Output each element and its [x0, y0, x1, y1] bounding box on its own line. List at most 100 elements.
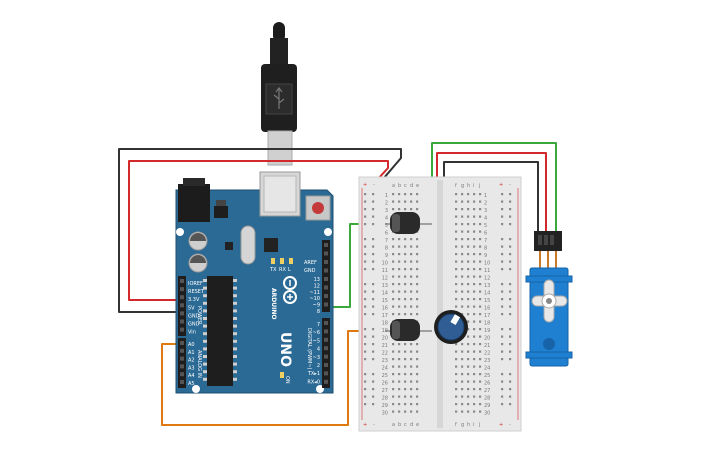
rail-hole[interactable] [364, 380, 367, 383]
breadboard-hole[interactable] [461, 245, 464, 248]
breadboard-hole[interactable] [455, 388, 458, 391]
rail-hole[interactable] [501, 335, 504, 338]
breadboard-hole[interactable] [404, 410, 407, 413]
breadboard-hole[interactable] [479, 283, 482, 286]
wire-analog-orange[interactable] [161, 330, 382, 426]
rail-hole[interactable] [501, 268, 504, 271]
breadboard-hole[interactable] [467, 230, 470, 233]
breadboard-hole[interactable] [461, 305, 464, 308]
breadboard-hole[interactable] [473, 245, 476, 248]
breadboard-hole[interactable] [467, 268, 470, 271]
rail-hole[interactable] [364, 245, 367, 248]
breadboard-hole[interactable] [467, 283, 470, 286]
breadboard-hole[interactable] [398, 403, 401, 406]
breadboard-hole[interactable] [404, 403, 407, 406]
breadboard-hole[interactable] [410, 403, 413, 406]
breadboard-hole[interactable] [416, 358, 419, 361]
breadboard-hole[interactable] [479, 260, 482, 263]
breadboard-hole[interactable] [455, 410, 458, 413]
breadboard-hole[interactable] [455, 275, 458, 278]
breadboard-hole[interactable] [461, 343, 464, 346]
breadboard-hole[interactable] [398, 208, 401, 211]
breadboard-hole[interactable] [473, 268, 476, 271]
breadboard-hole[interactable] [410, 365, 413, 368]
breadboard-hole[interactable] [473, 200, 476, 203]
breadboard-hole[interactable] [467, 275, 470, 278]
rail-hole[interactable] [501, 380, 504, 383]
breadboard-hole[interactable] [479, 208, 482, 211]
breadboard-hole[interactable] [461, 350, 464, 353]
breadboard-hole[interactable] [404, 193, 407, 196]
breadboard-hole[interactable] [410, 313, 413, 316]
breadboard-hole[interactable] [416, 380, 419, 383]
breadboard-hole[interactable] [473, 238, 476, 241]
breadboard-hole[interactable] [398, 260, 401, 263]
breadboard-hole[interactable] [479, 290, 482, 293]
breadboard-hole[interactable] [461, 410, 464, 413]
rail-hole[interactable] [501, 200, 504, 203]
rail-hole[interactable] [364, 305, 367, 308]
breadboard-hole[interactable] [392, 275, 395, 278]
rail-hole[interactable] [372, 305, 375, 308]
breadboard-hole[interactable] [398, 365, 401, 368]
breadboard-hole[interactable] [404, 260, 407, 263]
breadboard-hole[interactable] [416, 200, 419, 203]
breadboard-hole[interactable] [455, 298, 458, 301]
wire-5v-red[interactable] [128, 160, 389, 301]
header-pin[interactable] [180, 341, 184, 345]
breadboard-hole[interactable] [467, 305, 470, 308]
rail-hole[interactable] [364, 253, 367, 256]
rail-hole[interactable] [372, 343, 375, 346]
breadboard-hole[interactable] [461, 208, 464, 211]
breadboard-hole[interactable] [461, 193, 464, 196]
breadboard-hole[interactable] [416, 283, 419, 286]
breadboard-hole[interactable] [473, 388, 476, 391]
rail-hole[interactable] [509, 260, 512, 263]
breadboard-hole[interactable] [410, 290, 413, 293]
rail-hole[interactable] [501, 358, 504, 361]
rail-hole[interactable] [501, 313, 504, 316]
rail-hole[interactable] [364, 200, 367, 203]
breadboard-hole[interactable] [473, 350, 476, 353]
header-pin[interactable] [180, 319, 184, 324]
rail-hole[interactable] [372, 358, 375, 361]
breadboard-hole[interactable] [410, 298, 413, 301]
breadboard-hole[interactable] [404, 395, 407, 398]
rail-hole[interactable] [509, 373, 512, 376]
breadboard-hole[interactable] [392, 358, 395, 361]
breadboard-hole[interactable] [473, 305, 476, 308]
breadboard-hole[interactable] [416, 260, 419, 263]
header-pin[interactable] [324, 363, 328, 367]
rail-hole[interactable] [509, 380, 512, 383]
header-pin[interactable] [180, 287, 184, 292]
breadboard-hole[interactable] [467, 215, 470, 218]
breadboard-hole[interactable] [473, 223, 476, 226]
breadboard-hole[interactable] [398, 283, 401, 286]
breadboard-hole[interactable] [455, 403, 458, 406]
breadboard-hole[interactable] [479, 335, 482, 338]
breadboard-hole[interactable] [455, 223, 458, 226]
rail-hole[interactable] [372, 335, 375, 338]
breadboard-hole[interactable] [398, 245, 401, 248]
rail-hole[interactable] [364, 350, 367, 353]
breadboard-hole[interactable] [455, 215, 458, 218]
rail-hole[interactable] [364, 313, 367, 316]
breadboard-hole[interactable] [479, 215, 482, 218]
breadboard-hole[interactable] [479, 350, 482, 353]
breadboard-hole[interactable] [467, 365, 470, 368]
breadboard-hole[interactable] [455, 208, 458, 211]
rail-hole[interactable] [509, 403, 512, 406]
rail-hole[interactable] [501, 245, 504, 248]
breadboard-hole[interactable] [404, 275, 407, 278]
breadboard-hole[interactable] [473, 343, 476, 346]
header-pin[interactable] [180, 372, 184, 377]
header-pin[interactable] [180, 364, 184, 369]
rail-hole[interactable] [364, 358, 367, 361]
breadboard-hole[interactable] [455, 395, 458, 398]
rail-hole[interactable] [509, 253, 512, 256]
rail-hole[interactable] [372, 298, 375, 301]
rail-hole[interactable] [509, 395, 512, 398]
rail-hole[interactable] [364, 328, 367, 331]
breadboard-hole[interactable] [479, 268, 482, 271]
breadboard-hole[interactable] [473, 230, 476, 233]
